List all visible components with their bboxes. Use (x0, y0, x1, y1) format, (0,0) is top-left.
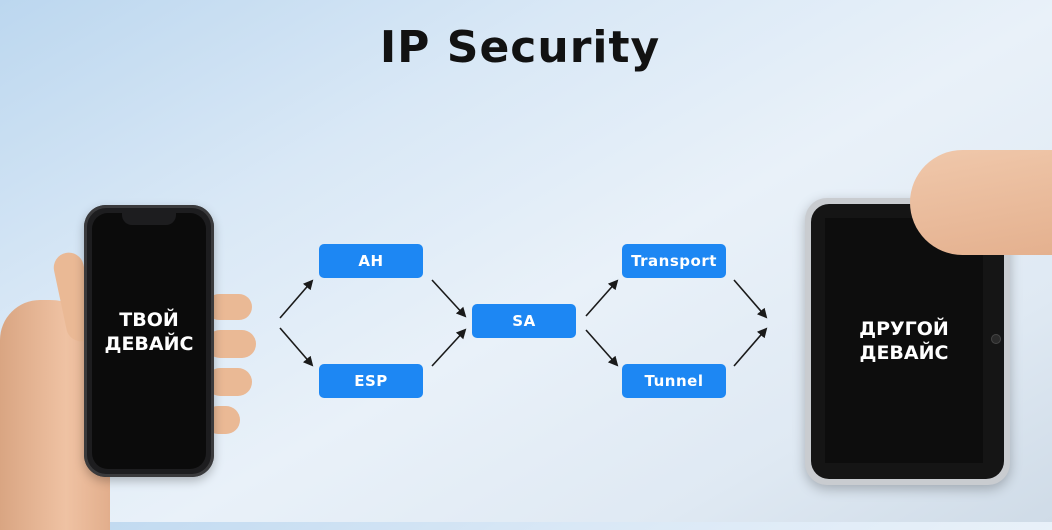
node-esp: ESP (319, 364, 423, 398)
phone-notch (122, 213, 176, 225)
arrow-device-to-ah (279, 279, 314, 319)
arrow-device-to-esp (279, 327, 314, 367)
phone-label-line1: ТВОЙ (119, 309, 179, 331)
tablet-device: ДРУГОЙ ДЕВАЙС (805, 198, 1010, 485)
left-finger (206, 330, 256, 358)
tablet-home-button (991, 334, 1001, 344)
node-transport: Transport (622, 244, 726, 278)
tablet-label-line2: ДЕВАЙС (859, 341, 949, 364)
right-hand (910, 150, 1052, 255)
node-tunnel: Tunnel (622, 364, 726, 398)
tablet-label: ДРУГОЙ ДЕВАЙС (825, 318, 983, 366)
phone-label: ТВОЙ ДЕВАЙС (84, 309, 214, 357)
tablet-label-line1: ДРУГОЙ (859, 318, 949, 340)
arrow-sa-to-transport (585, 279, 619, 317)
node-ah: AH (319, 244, 423, 278)
arrow-ah-to-sa (431, 279, 467, 318)
arrow-esp-to-sa (431, 328, 467, 367)
tablet-screen (825, 218, 983, 463)
phone-label-line2: ДЕВАЙС (104, 332, 194, 355)
arrow-transport-to-device (733, 279, 768, 319)
page-title: IP Security (379, 22, 661, 73)
arrow-tunnel-to-device (733, 327, 768, 367)
arrow-sa-to-tunnel (585, 329, 619, 367)
phone-screen (92, 213, 206, 469)
node-sa: SA (472, 304, 576, 338)
phone-device: ТВОЙ ДЕВАЙС (84, 205, 214, 477)
